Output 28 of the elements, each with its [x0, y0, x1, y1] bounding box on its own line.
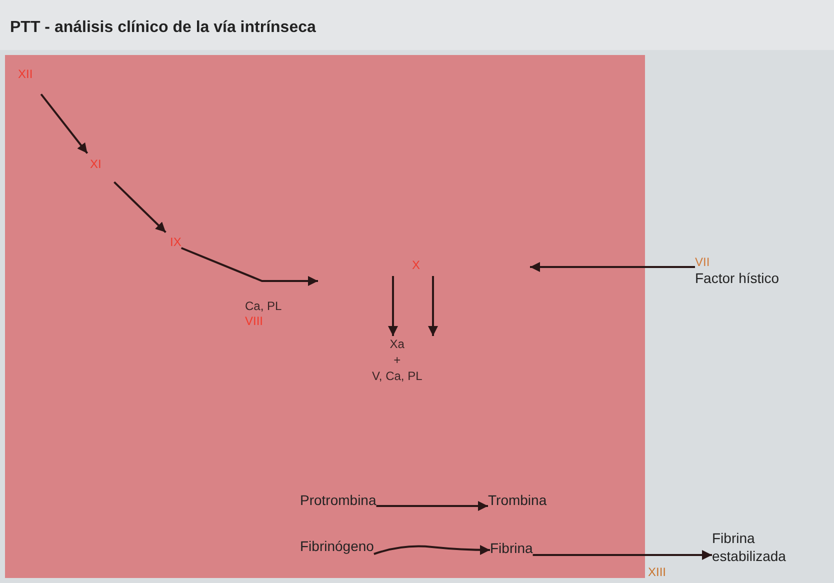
arrow — [114, 181, 166, 233]
diagram-title: PTT - análisis clínico de la vía intrínseca — [10, 18, 316, 38]
factor-label: IX — [170, 236, 182, 248]
arrow — [532, 550, 712, 560]
arrow — [428, 276, 438, 336]
factor-label: XI — [90, 158, 102, 170]
node-label: Protrombina — [300, 492, 376, 510]
node-label: Fibrinógeno — [300, 538, 374, 556]
arrow — [40, 94, 88, 154]
arrow — [180, 247, 318, 286]
factor-label: XII — [18, 68, 33, 80]
node-label: Factor hístico — [695, 270, 780, 288]
panel-background — [5, 55, 645, 578]
factor-label: VII — [695, 255, 711, 270]
node-label: V, Ca, PL — [372, 368, 422, 384]
factor-label: X — [412, 259, 420, 271]
arrow — [530, 262, 695, 272]
arrow — [374, 544, 490, 555]
factor-label: XIII — [648, 566, 666, 578]
node-label: Ca, PL — [245, 299, 282, 314]
arrow — [376, 501, 488, 511]
factor-label: VIII — [245, 314, 264, 329]
node-label: + — [392, 352, 402, 368]
node-label: Xa — [388, 336, 406, 352]
node-label: Fibrina — [490, 540, 533, 558]
node-label: Fibrina estabilizada — [712, 530, 787, 565]
node-label: Trombina — [488, 492, 547, 510]
arrow — [388, 276, 398, 336]
